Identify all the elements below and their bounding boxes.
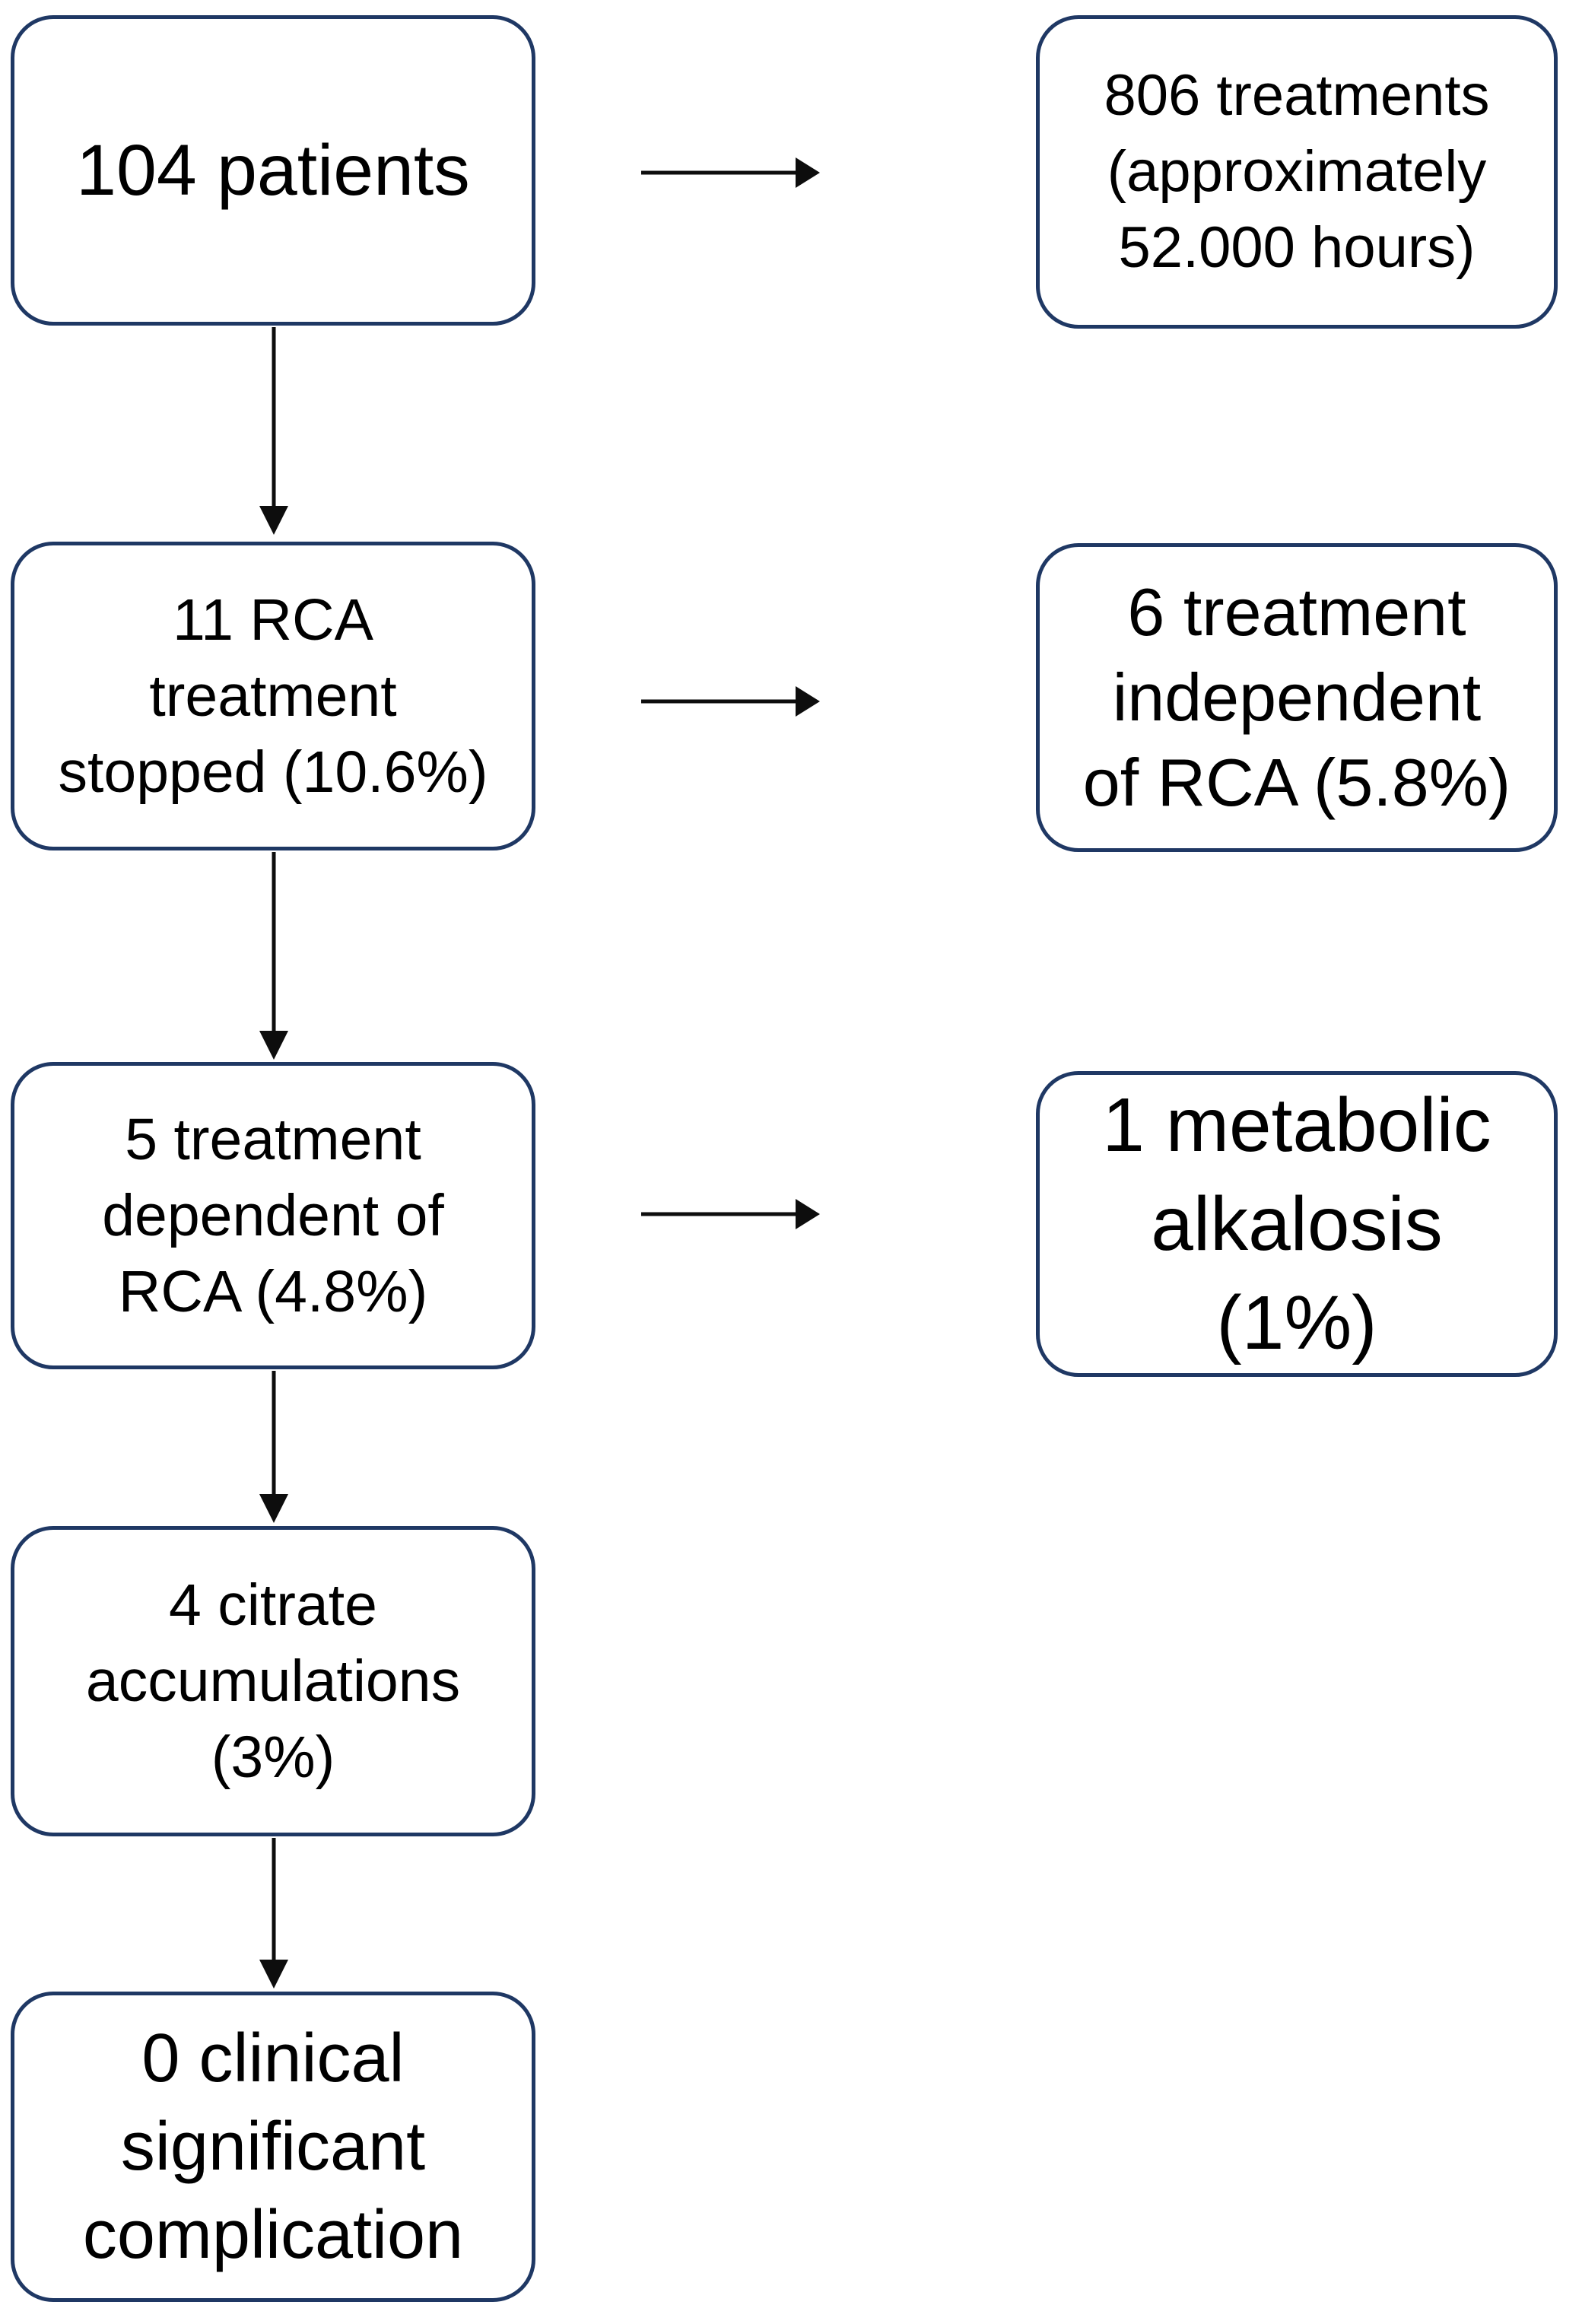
node-text: 4 citrate accumulations (3%) [86,1567,460,1795]
node-text-line: alkalosis [1151,1181,1443,1267]
node-text-line: 52.000 hours) [1118,215,1476,280]
arrow-dependent-to-alkalosis [641,1199,820,1229]
node-text: 806 treatments (approximately 52.000 hou… [1104,58,1490,286]
arrow-patients-to-rca-stopped [259,327,288,535]
node-11-rca-treatment-stopped: 11 RCA treatment stopped (10.6%) [11,542,535,850]
node-text: 104 patients [76,126,470,215]
node-806-treatments: 806 treatments (approximately 52.000 hou… [1036,15,1558,329]
node-text-line: 1 metabolic [1102,1083,1491,1168]
node-text-line: 4 citrate [169,1572,377,1638]
node-104-patients: 104 patients [11,15,535,326]
node-text-line: 11 RCA [173,587,373,653]
arrow-rca-stopped-to-dependent [259,852,288,1060]
node-text: 5 treatment dependent of RCA (4.8%) [102,1102,444,1330]
node-1-metabolic-alkalosis: 1 metabolic alkalosis (1%) [1036,1071,1558,1377]
node-text-line: accumulations [85,1648,461,1714]
node-0-clinical-complication: 0 clinical significant complication [11,1992,535,2302]
arrow-dependent-to-citrate [259,1371,288,1523]
node-6-treatment-independent: 6 treatment independent of RCA (5.8%) [1036,543,1558,852]
node-text-line: 5 treatment [125,1107,421,1172]
node-text-line: of RCA (5.8%) [1082,745,1511,820]
node-text: 0 clinical significant complication [83,2014,463,2279]
node-text-line: independent [1112,660,1482,735]
node-text-line: RCA (4.8%) [118,1259,428,1324]
node-text-line: (3%) [211,1725,335,1790]
node-4-citrate-accumulations: 4 citrate accumulations (3%) [11,1526,535,1836]
node-text-line: (1%) [1216,1280,1377,1365]
node-text-line: stopped (10.6%) [58,739,488,805]
node-text-line: 104 patients [76,130,470,211]
node-text-line: 0 clinical [141,2020,405,2097]
node-text: 11 RCA treatment stopped (10.6%) [58,582,488,810]
node-text: 1 metabolic alkalosis (1%) [1102,1076,1491,1372]
node-text: 6 treatment independent of RCA (5.8%) [1083,570,1511,825]
node-5-treatment-dependent: 5 treatment dependent of RCA (4.8%) [11,1062,535,1369]
node-text-line: 6 treatment [1127,574,1466,650]
arrow-patients-to-treatments [641,157,820,188]
node-text-line: (approximately [1107,139,1487,204]
node-text-line: 806 treatments [1104,63,1490,128]
arrow-rca-stopped-to-independent [641,686,820,717]
node-text-line: treatment [149,663,397,729]
node-text-line: complication [82,2197,464,2273]
arrow-citrate-to-complication [259,1838,288,1989]
node-text-line: dependent of [102,1183,444,1248]
node-text-line: significant [120,2109,426,2185]
